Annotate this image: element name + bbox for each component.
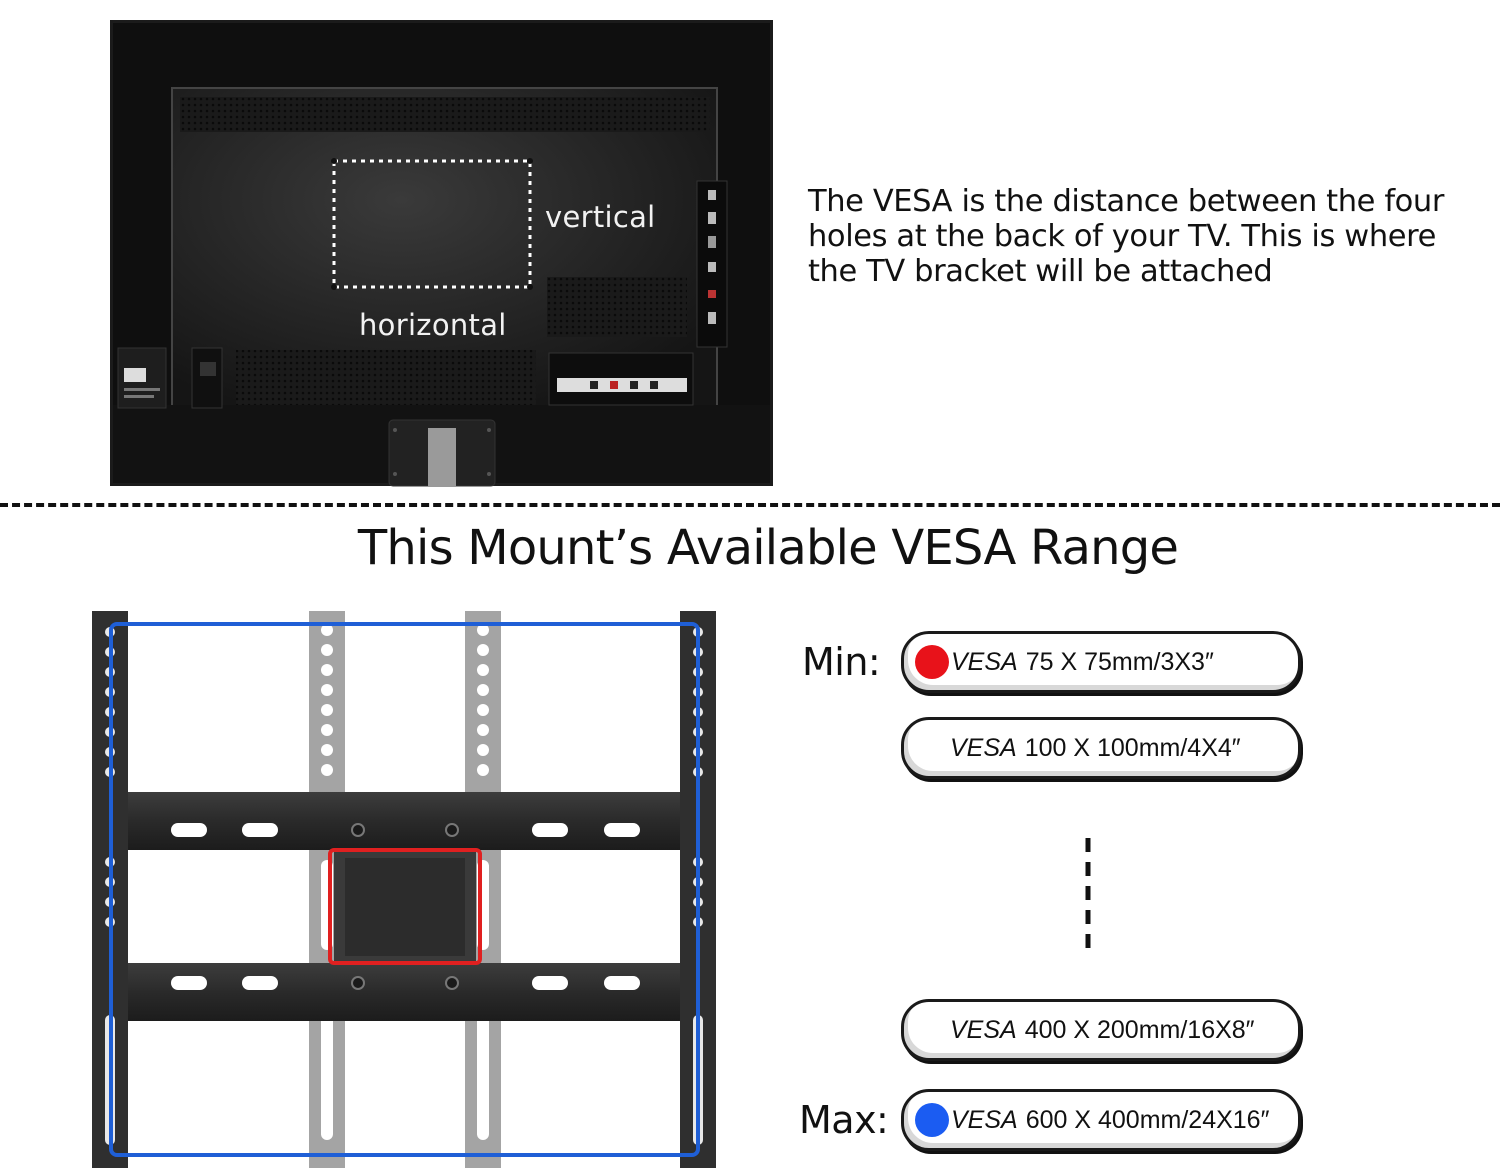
vesa-size: 600 X 400mm/24X16″ xyxy=(1025,1105,1270,1134)
section-title: This Mount’s Available VESA Range xyxy=(357,520,1179,576)
vesa-description: The VESA is the distance between the fou… xyxy=(808,184,1444,289)
tv-label-horizontal: horizontal xyxy=(359,308,507,342)
section-divider xyxy=(0,503,1500,507)
max-label: Max: xyxy=(799,1098,889,1142)
wall-mount-bracket-image xyxy=(92,611,716,1168)
vesa-size: 400 X 200mm/16X8″ xyxy=(1024,1015,1255,1044)
vesa-prefix: VESA xyxy=(951,1105,1018,1134)
vesa-prefix: VESA xyxy=(951,647,1018,676)
red-dot-icon xyxy=(915,645,949,679)
tv-vesa-hole-pattern xyxy=(331,158,533,290)
vesa-prefix: VESA xyxy=(950,733,1017,762)
tv-label-vertical: vertical xyxy=(545,200,656,234)
vesa-prefix: VESA xyxy=(950,1015,1017,1044)
tv-back-image xyxy=(110,20,773,487)
blue-dot-icon xyxy=(915,1103,949,1137)
max-vesa-outline xyxy=(109,622,700,1157)
vesa-size: 75 X 75mm/3X3″ xyxy=(1025,647,1214,676)
min-label: Min: xyxy=(802,640,881,684)
vesa-option-100: VESA 100 X 100mm/4X4″ xyxy=(901,717,1301,779)
min-vesa-outline xyxy=(328,848,482,965)
vesa-option-400: VESA 400 X 200mm/16X8″ xyxy=(901,999,1301,1061)
vesa-size: 100 X 100mm/4X4″ xyxy=(1024,733,1241,762)
vesa-option-min: VESA 75 X 75mm/3X3″ xyxy=(901,631,1301,693)
vesa-option-max: VESA 600 X 400mm/24X16″ xyxy=(901,1089,1301,1151)
